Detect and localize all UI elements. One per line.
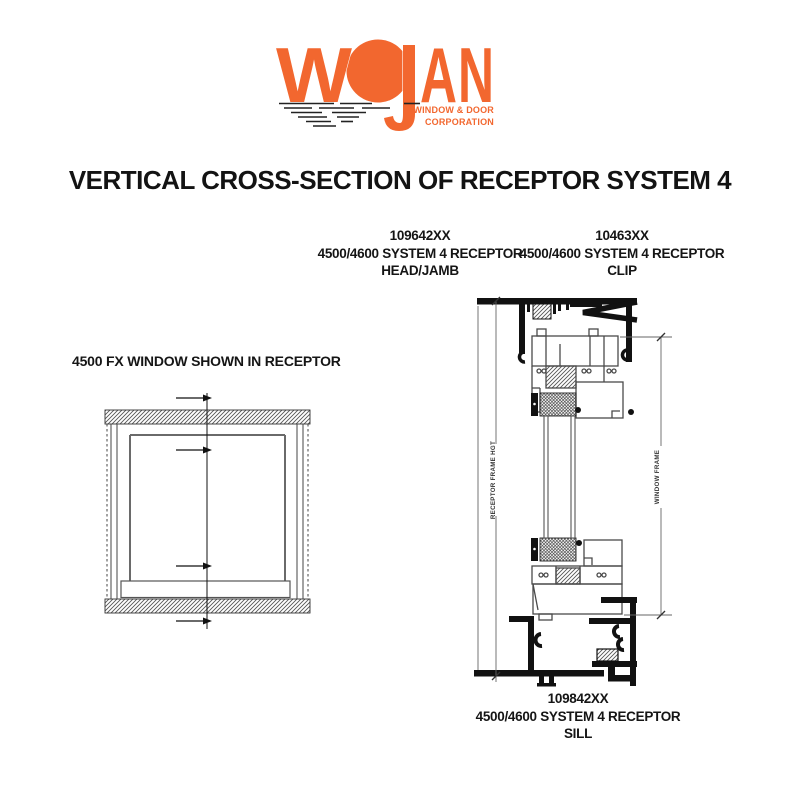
receptor-head-profile bbox=[477, 298, 637, 364]
clip-profile bbox=[570, 299, 638, 323]
glazing-block-bottom bbox=[539, 537, 577, 562]
label-head-jamb: 109642XX 4500/4600 SYSTEM 4 RECEPTOR HEA… bbox=[310, 227, 530, 280]
logo-letter-a: A bbox=[420, 31, 457, 119]
part-number: 109642XX bbox=[389, 228, 451, 243]
logo-letter-n: N bbox=[458, 31, 494, 119]
section-cut-arrow bbox=[176, 446, 212, 454]
window-sill-band bbox=[120, 580, 291, 599]
logo-letter-j bbox=[383, 44, 416, 132]
water-reflection-lines bbox=[279, 102, 420, 127]
part-number: 10463XX bbox=[595, 228, 649, 243]
glazing-block-top bbox=[539, 392, 577, 417]
glazing-gasket bbox=[575, 407, 581, 413]
label-clip: 10463XX 4500/4600 SYSTEM 4 RECEPTOR CLIP bbox=[512, 227, 732, 280]
section-cut-arrow bbox=[176, 394, 212, 402]
system-name: 4500/4600 SYSTEM 4 RECEPTOR bbox=[475, 708, 681, 724]
section-cut-arrow bbox=[176, 617, 212, 625]
window-frame-head-profile bbox=[531, 328, 624, 419]
dim-label-mask bbox=[487, 444, 499, 516]
component-name: SILL bbox=[563, 726, 593, 741]
page-title: VERTICAL CROSS-SECTION OF RECEPTOR SYSTE… bbox=[68, 165, 732, 195]
dim-label-right: WINDOW FRAME bbox=[654, 450, 661, 504]
frame-gasket bbox=[628, 409, 634, 415]
logo-tagline-line2: CORPORATION bbox=[425, 117, 494, 127]
head-anchor-hatch-block bbox=[532, 303, 552, 320]
window-note: 4500 FX WINDOW SHOWN IN RECEPTOR bbox=[72, 353, 341, 369]
label-sill: 109842XX 4500/4600 SYSTEM 4 RECEPTOR SIL… bbox=[468, 690, 688, 743]
window-elevation-drawing bbox=[104, 393, 311, 629]
component-name: HEAD/JAMB bbox=[381, 263, 459, 278]
window-frame-sill-profile bbox=[531, 539, 623, 621]
system-name: 4500/4600 SYSTEM 4 RECEPTOR bbox=[519, 245, 725, 261]
system-name: 4500/4600 SYSTEM 4 RECEPTOR bbox=[317, 245, 523, 261]
logo-tagline-line1: WINDOW & DOOR bbox=[413, 105, 494, 115]
receptor-sill-profile bbox=[474, 597, 637, 687]
section-cut-arrow bbox=[176, 562, 212, 570]
glass-unit bbox=[531, 392, 582, 562]
cross-section-drawing: RECEPTOR FRAME HGT WINDOW FRAME bbox=[474, 296, 672, 687]
logo-letter-w: W bbox=[276, 31, 352, 119]
glazing-gasket bbox=[576, 540, 582, 546]
part-number: 109842XX bbox=[547, 691, 609, 706]
dim-label-left: RECEPTOR FRAME HGT bbox=[490, 441, 497, 519]
wojan-logo: W A N WINDOW & DOOR CORPORATION bbox=[276, 31, 494, 132]
receptor-jamb-lines bbox=[106, 424, 309, 599]
sun-icon bbox=[346, 39, 410, 103]
dim-label-mask bbox=[652, 446, 663, 508]
component-name: CLIP bbox=[607, 263, 637, 278]
